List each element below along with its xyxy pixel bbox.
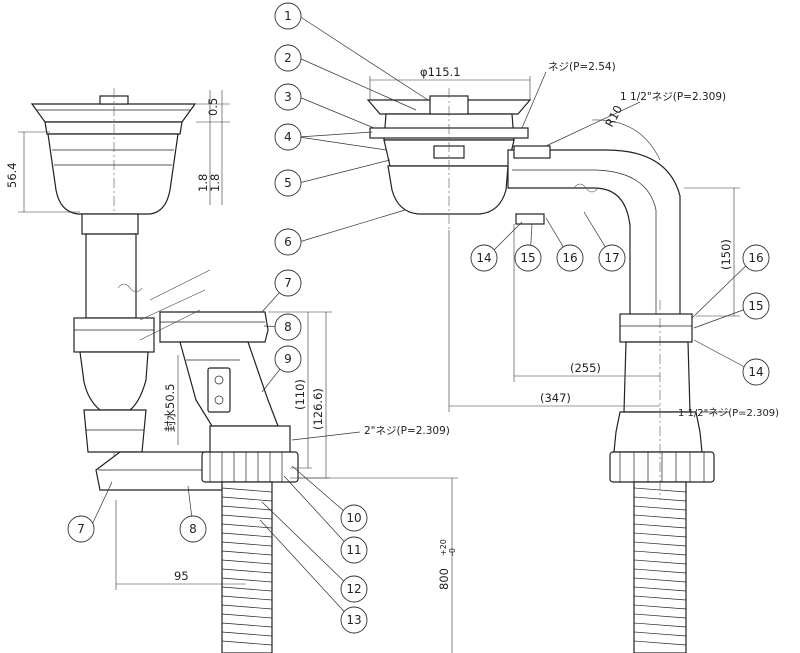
svg-text:8: 8 xyxy=(189,522,197,536)
dim-horiz-347: (347) xyxy=(540,391,571,405)
thread-label-2in: 2"ネジ(P=2.309) xyxy=(364,425,450,437)
callout-4: 4 xyxy=(274,123,302,151)
right-vertical-trap xyxy=(609,300,715,653)
left-tail-pipe xyxy=(73,213,155,453)
callout-1: 1 xyxy=(274,2,302,30)
dim-hose-tol-minus: -0 xyxy=(448,548,457,556)
callout-10: 10 xyxy=(340,504,368,532)
dim-horiz-255: (255) xyxy=(570,361,601,375)
svg-text:6: 6 xyxy=(284,235,292,249)
svg-text:9: 9 xyxy=(284,352,292,366)
dim-wall-a: 1.8 xyxy=(196,174,210,192)
callout-15-right: 15 xyxy=(742,292,770,320)
callout-3: 3 xyxy=(274,83,302,111)
dim-seal: 封水50.5 xyxy=(163,383,177,432)
callout-2: 2 xyxy=(274,44,302,72)
svg-text:10: 10 xyxy=(346,511,361,525)
callout-8-upper: 8 xyxy=(274,313,302,341)
callout-6: 6 xyxy=(274,228,302,256)
svg-text:16: 16 xyxy=(748,251,763,265)
svg-text:7: 7 xyxy=(284,276,292,290)
callout-7-lower: 7 xyxy=(67,515,95,543)
svg-text:1: 1 xyxy=(284,9,292,23)
callout-5: 5 xyxy=(274,169,302,197)
dim-hose-tol-plus: +20 xyxy=(439,539,448,556)
dim-diameter: φ115.1 xyxy=(420,65,461,79)
callout-16-right: 16 xyxy=(742,244,770,272)
svg-text:15: 15 xyxy=(748,299,763,313)
svg-text:12: 12 xyxy=(346,582,361,596)
dim-offset-95: 95 xyxy=(174,569,189,583)
callout-17: 17 xyxy=(598,244,626,272)
callout-8-lower: 8 xyxy=(179,515,207,543)
callout-14-right: 14 xyxy=(742,358,770,386)
left-nut-and-hose xyxy=(201,425,299,653)
svg-text:2: 2 xyxy=(284,51,292,65)
svg-text:13: 13 xyxy=(346,613,361,627)
right-strainer-bowl xyxy=(366,88,532,230)
left-strainer-bowl xyxy=(30,88,197,470)
callout-16-upper: 16 xyxy=(556,244,584,272)
svg-text:14: 14 xyxy=(476,251,491,265)
callout-9: 9 xyxy=(274,345,302,373)
leader-lines xyxy=(89,15,755,621)
right-horizontal-pipe xyxy=(507,145,681,317)
svg-text:15: 15 xyxy=(520,251,535,265)
callout-7-upper: 7 xyxy=(274,269,302,297)
svg-text:3: 3 xyxy=(284,90,292,104)
svg-text:14: 14 xyxy=(748,365,763,379)
svg-text:4: 4 xyxy=(284,130,292,144)
part-bubbles: 1 2 3 4 5 6 7 8 9 7 8 10 11 12 13 14 15 … xyxy=(67,2,770,634)
callout-12: 12 xyxy=(340,575,368,603)
dimension-lines xyxy=(18,76,740,653)
svg-text:17: 17 xyxy=(604,251,619,265)
callout-11: 11 xyxy=(340,536,368,564)
dim-wall-b: 1.8 xyxy=(208,174,222,192)
svg-text:16: 16 xyxy=(562,251,577,265)
dimension-labels: φ115.1 56.4 0.5 1.8 1.8 (110) (126.6) 封水… xyxy=(5,61,779,590)
svg-text:8: 8 xyxy=(284,320,292,334)
svg-text:7: 7 xyxy=(77,522,85,536)
dim-gap-top: 0.5 xyxy=(206,98,220,116)
dim-trap-height: (110) xyxy=(293,379,307,410)
svg-text:5: 5 xyxy=(284,176,292,190)
thread-label-half-bottom: 1 1/2"ネジ(P=2.309) xyxy=(678,407,779,419)
thread-label-254: ネジ(P=2.54) xyxy=(548,61,616,73)
svg-text:11: 11 xyxy=(346,543,361,557)
dim-vert-150: (150) xyxy=(719,239,733,270)
dim-hose-length: 800 xyxy=(437,568,451,590)
callout-13: 13 xyxy=(340,606,368,634)
dim-depth: 56.4 xyxy=(5,162,19,188)
dim-bend-r: R10 xyxy=(602,103,625,130)
callout-15-upper: 15 xyxy=(514,244,542,272)
thread-label-half-top: 1 1/2"ネジ(P=2.309) xyxy=(620,91,726,103)
callout-14-upper: 14 xyxy=(470,244,498,272)
dim-trap-total: (126.6) xyxy=(311,388,325,430)
